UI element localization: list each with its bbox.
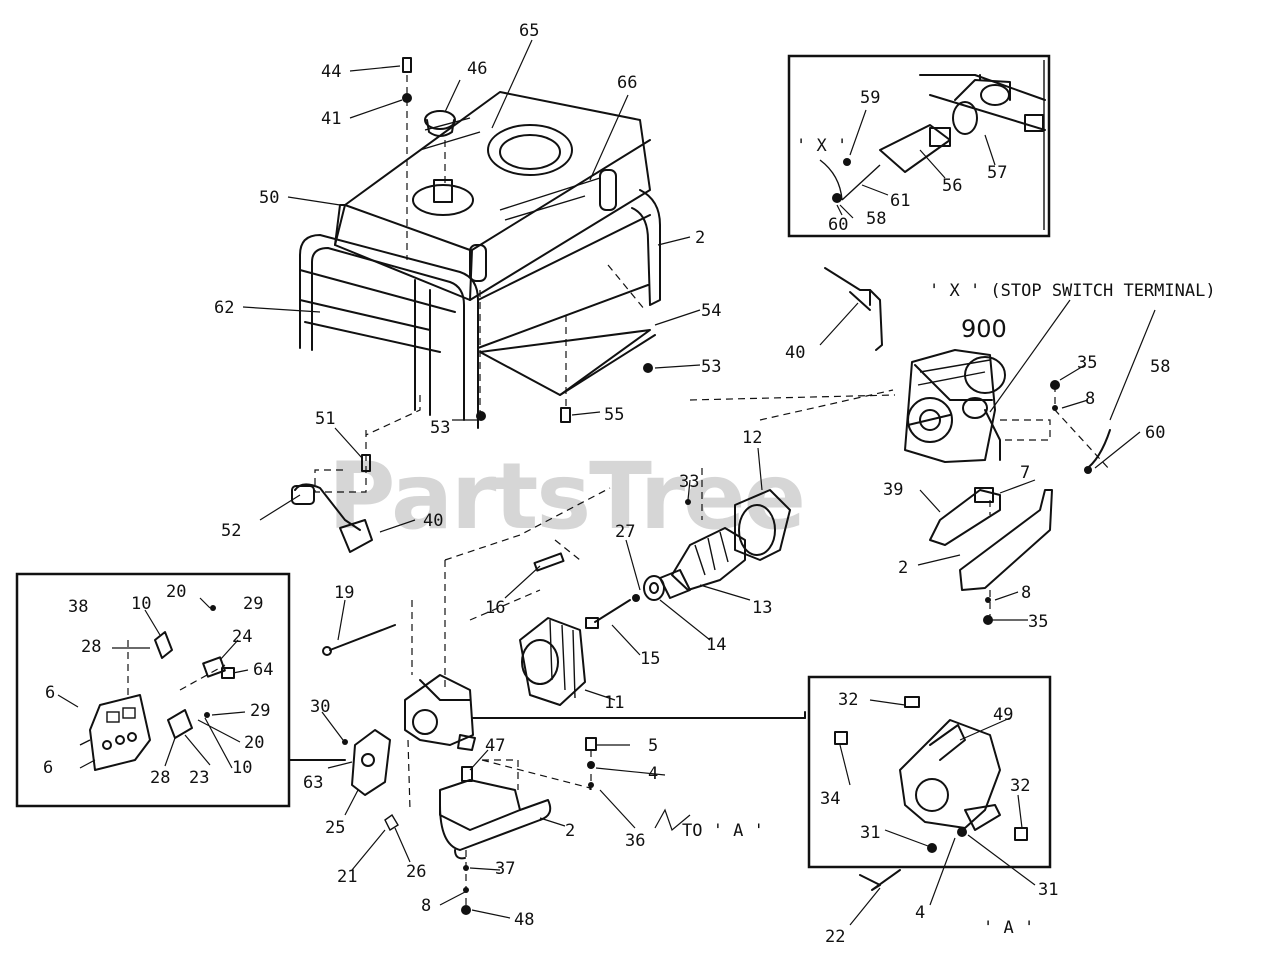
label-41: 41 xyxy=(321,109,341,129)
part-number-labels: 44 41 46 65 66 50 2 62 54 53 53 55 51 52… xyxy=(43,21,1216,947)
stop-switch-inset xyxy=(787,54,1051,238)
label-6-lower: 6 xyxy=(43,758,53,778)
label-46: 46 xyxy=(467,59,487,79)
label-4-inset: 4 xyxy=(915,903,925,923)
label-28-lower: 28 xyxy=(150,768,170,788)
callout-to-a: TO ' A ' xyxy=(682,821,764,841)
label-63: 63 xyxy=(303,773,323,793)
label-61: 61 xyxy=(890,191,910,211)
label-60-inset: 60 xyxy=(828,215,848,235)
label-6-upper: 6 xyxy=(45,683,55,703)
label-51: 51 xyxy=(315,409,335,429)
label-33: 33 xyxy=(679,472,699,492)
label-8-upper: 8 xyxy=(1085,389,1095,409)
label-24: 24 xyxy=(232,627,252,647)
end-housing-inset xyxy=(807,675,1052,891)
callout-a: ' A ' xyxy=(983,918,1034,938)
label-20-upper: 20 xyxy=(166,582,186,602)
label-37: 37 xyxy=(495,859,515,879)
outlet-connector xyxy=(291,395,421,553)
leader-lines xyxy=(57,39,1156,926)
label-58-inset: 58 xyxy=(866,209,886,229)
label-15: 15 xyxy=(640,649,660,669)
label-56: 56 xyxy=(942,176,962,196)
label-11: 11 xyxy=(604,693,624,713)
label-19: 19 xyxy=(334,583,354,603)
label-2-foot: 2 xyxy=(565,821,575,841)
label-25: 25 xyxy=(325,818,345,838)
callout-x-inset: ' X ' xyxy=(796,136,847,156)
label-59: 59 xyxy=(860,88,880,108)
label-20-lower: 20 xyxy=(244,733,264,753)
label-40-right: 40 xyxy=(785,343,805,363)
label-27: 27 xyxy=(615,522,635,542)
label-30: 30 xyxy=(310,697,330,717)
label-65: 65 xyxy=(519,21,539,41)
label-10-upper: 10 xyxy=(131,594,151,614)
label-60-right: 60 xyxy=(1145,423,1165,443)
label-10-lower: 10 xyxy=(232,758,252,778)
label-39: 39 xyxy=(883,480,903,500)
label-13: 13 xyxy=(752,598,772,618)
label-40-left: 40 xyxy=(423,511,443,531)
label-64: 64 xyxy=(253,660,273,680)
label-5: 5 xyxy=(648,736,658,756)
label-66: 66 xyxy=(617,73,637,93)
label-16: 16 xyxy=(485,598,505,618)
label-26: 26 xyxy=(406,862,426,882)
label-58-right: 58 xyxy=(1150,357,1170,377)
label-2-bracket: 2 xyxy=(898,558,908,578)
label-4-center: 4 xyxy=(648,764,658,784)
label-23: 23 xyxy=(189,768,209,788)
label-52: 52 xyxy=(221,521,241,541)
control-panel-inset xyxy=(15,572,346,808)
label-900-engine: 900 xyxy=(961,315,1007,343)
callout-stop-switch: ' X ' (STOP SWITCH TERMINAL) xyxy=(929,281,1216,301)
label-22: 22 xyxy=(825,927,845,947)
label-55: 55 xyxy=(604,405,624,425)
label-38: 38 xyxy=(68,597,88,617)
label-28-upper: 28 xyxy=(81,637,101,657)
label-32-upper: 32 xyxy=(838,690,858,710)
label-8-lower: 8 xyxy=(1021,583,1031,603)
watermark-text: PartsTree xyxy=(328,443,804,550)
label-31-right: 31 xyxy=(1038,880,1058,900)
label-53-right: 53 xyxy=(701,357,721,377)
label-34: 34 xyxy=(820,789,840,809)
label-2-frame: 2 xyxy=(695,228,705,248)
end-bell-housing xyxy=(342,674,806,915)
label-57: 57 xyxy=(987,163,1007,183)
label-50: 50 xyxy=(259,188,279,208)
label-35-upper: 35 xyxy=(1077,353,1097,373)
label-62: 62 xyxy=(214,298,234,318)
label-12: 12 xyxy=(742,428,762,448)
engine-900 xyxy=(824,267,1111,625)
label-36: 36 xyxy=(625,831,645,851)
label-49: 49 xyxy=(993,705,1013,725)
label-35-lower: 35 xyxy=(1028,612,1048,632)
label-32-lower: 32 xyxy=(1010,776,1030,796)
label-29-upper: 29 xyxy=(243,594,263,614)
label-7: 7 xyxy=(1020,463,1030,483)
label-21: 21 xyxy=(337,867,357,887)
label-47: 47 xyxy=(485,736,505,756)
label-48: 48 xyxy=(514,910,534,930)
alternator-rotor xyxy=(322,389,896,706)
label-53-left: 53 xyxy=(430,418,450,438)
label-54: 54 xyxy=(701,301,721,321)
label-8-foot: 8 xyxy=(421,896,431,916)
label-44: 44 xyxy=(321,62,341,82)
frame-and-fuel-tank xyxy=(299,57,661,429)
label-14: 14 xyxy=(706,635,726,655)
label-31-left: 31 xyxy=(860,823,880,843)
label-29-lower: 29 xyxy=(250,701,270,721)
